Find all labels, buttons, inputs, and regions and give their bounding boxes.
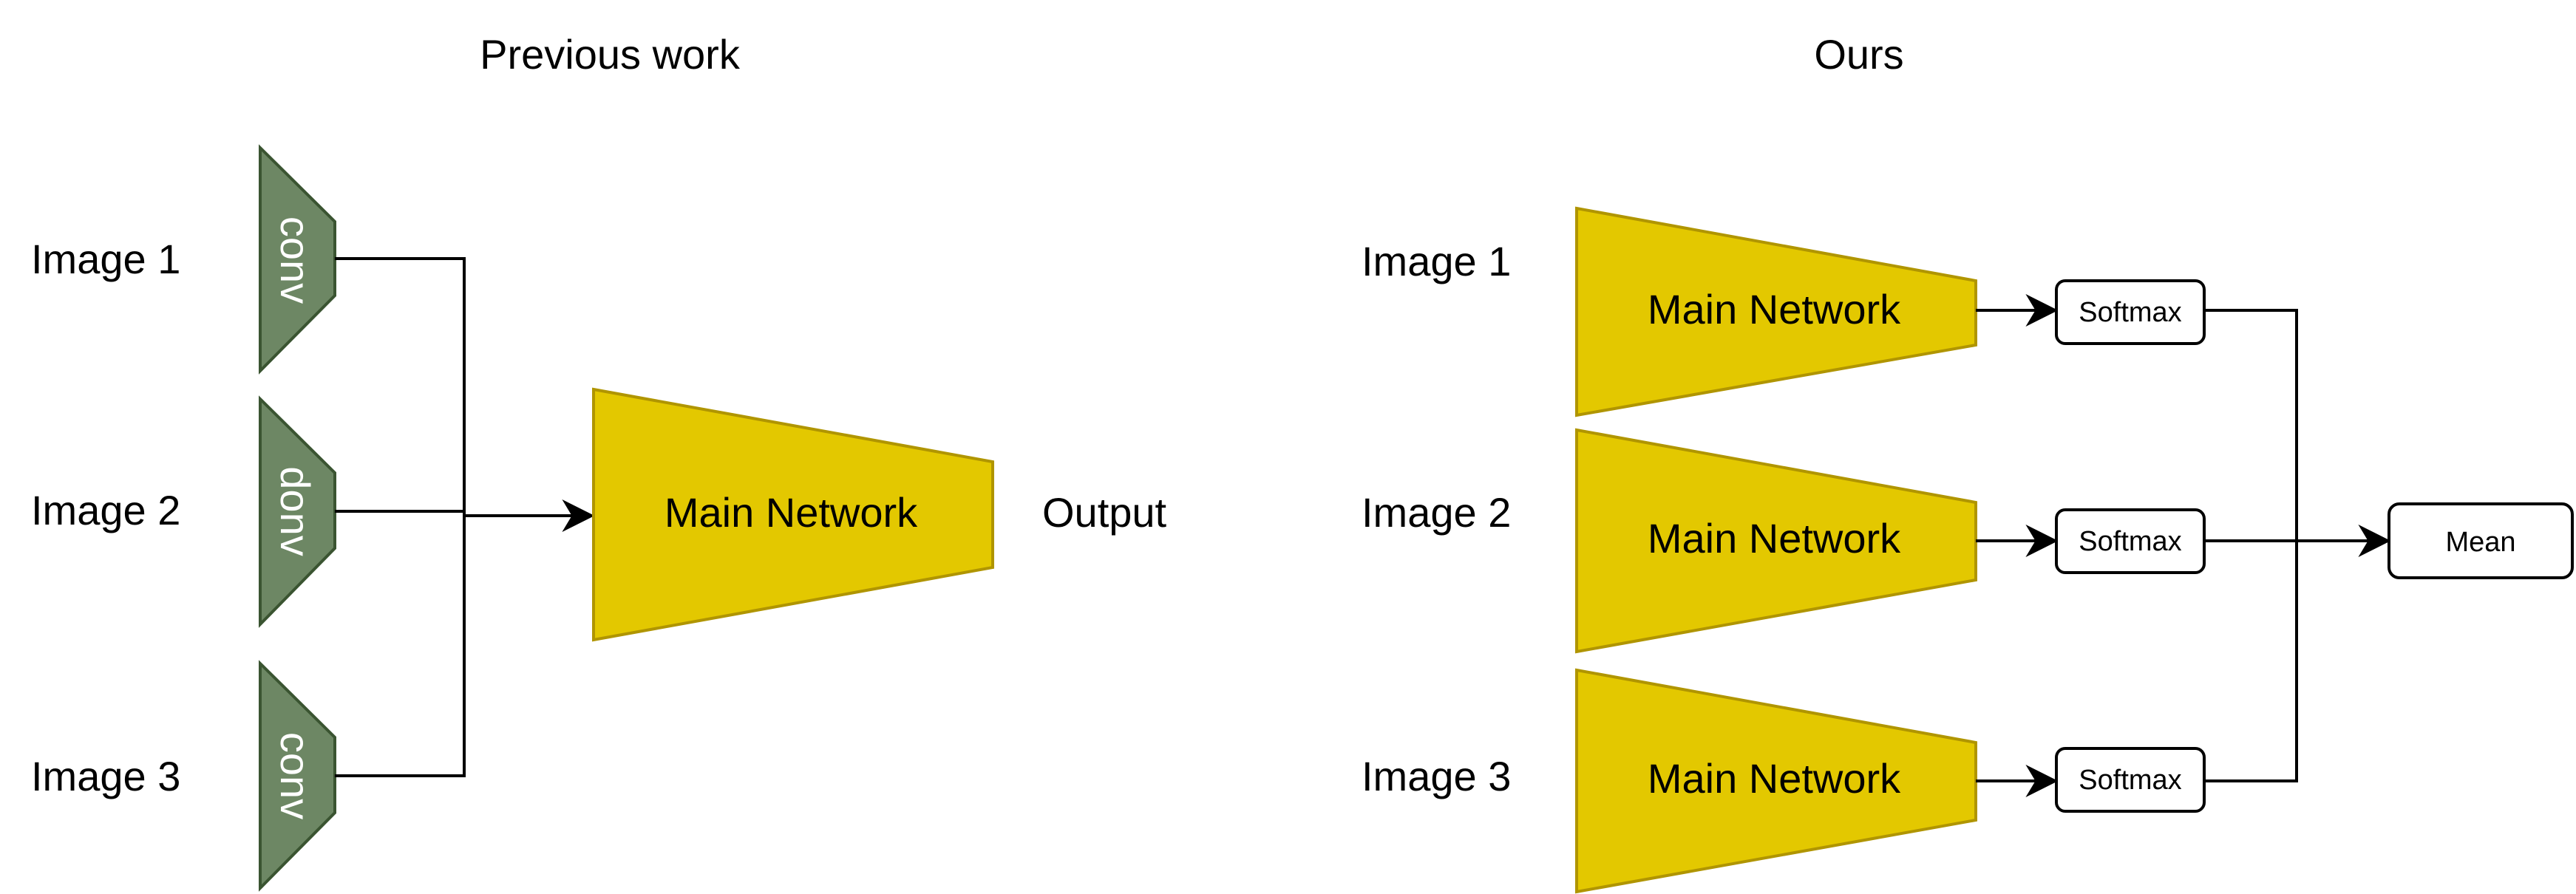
right-main-network-1: Main Network (1575, 206, 1977, 417)
conv-block-3-label: conv (272, 732, 319, 819)
left-image-3-label: Image 3 (31, 753, 180, 799)
left-merge-wires (335, 257, 595, 777)
softmax-box-2: Softmax (2055, 508, 2206, 574)
right-main-network-2-label: Main Network (1648, 515, 1901, 562)
right-image-3-label: Image 3 (1362, 753, 1511, 799)
output-label: Output (1042, 489, 1167, 536)
left-image-2-label: Image 2 (31, 487, 180, 533)
previous-work-title: Previous work (480, 31, 741, 78)
left-main-network: Main Network (592, 387, 994, 642)
left-image-1-label: Image 1 (31, 236, 180, 282)
softmax-box-3: Softmax (2055, 747, 2206, 813)
softmax-box-3-label: Softmax (2079, 765, 2181, 796)
conv-block-3: conv (259, 660, 336, 892)
conv-block-1: conv (259, 144, 336, 375)
right-main-network-1-label: Main Network (1648, 286, 1901, 332)
right-image-1-label: Image 1 (1362, 238, 1511, 284)
right-main-network-3: Main Network (1575, 668, 1977, 894)
right-main-network-3-label: Main Network (1648, 755, 1901, 802)
softmax-box-1-label: Softmax (2079, 297, 2181, 328)
softmax-box-1: Softmax (2055, 279, 2206, 345)
mean-box: Mean (2388, 502, 2574, 579)
previous-work-panel: Previous work Image 1 Image 2 Image 3 co… (31, 31, 1167, 892)
right-main-network-2: Main Network (1575, 428, 1977, 654)
right-image-2-label: Image 2 (1362, 489, 1511, 536)
conv-block-1-label: conv (272, 216, 319, 304)
softmax-box-2-label: Softmax (2079, 526, 2181, 557)
right-merge-wires (2204, 309, 2391, 782)
left-main-network-label: Main Network (665, 489, 918, 536)
mean-box-label: Mean (2445, 527, 2515, 558)
conv-block-2-label: donv (272, 466, 319, 556)
ours-title: Ours (1814, 31, 1903, 78)
ours-panel: Ours Image 1 Image 2 Image 3 Main Networ… (1362, 31, 2574, 894)
conv-block-2: donv (259, 395, 336, 628)
